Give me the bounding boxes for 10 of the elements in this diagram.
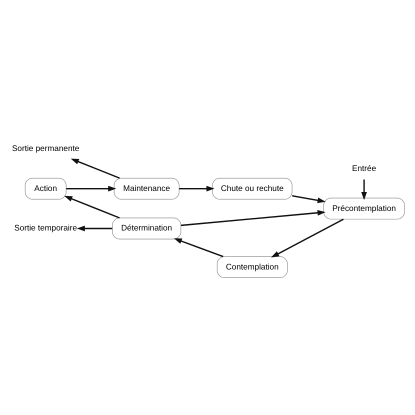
arrow bbox=[76, 225, 112, 231]
arrow bbox=[174, 238, 224, 257]
arrow bbox=[292, 194, 326, 203]
arrow bbox=[66, 185, 116, 192]
arrow bbox=[180, 209, 326, 226]
arrow bbox=[64, 195, 120, 218]
arrow bbox=[271, 218, 344, 258]
arrow bbox=[70, 158, 120, 178]
arrow bbox=[361, 179, 367, 200]
arrow bbox=[179, 185, 215, 192]
